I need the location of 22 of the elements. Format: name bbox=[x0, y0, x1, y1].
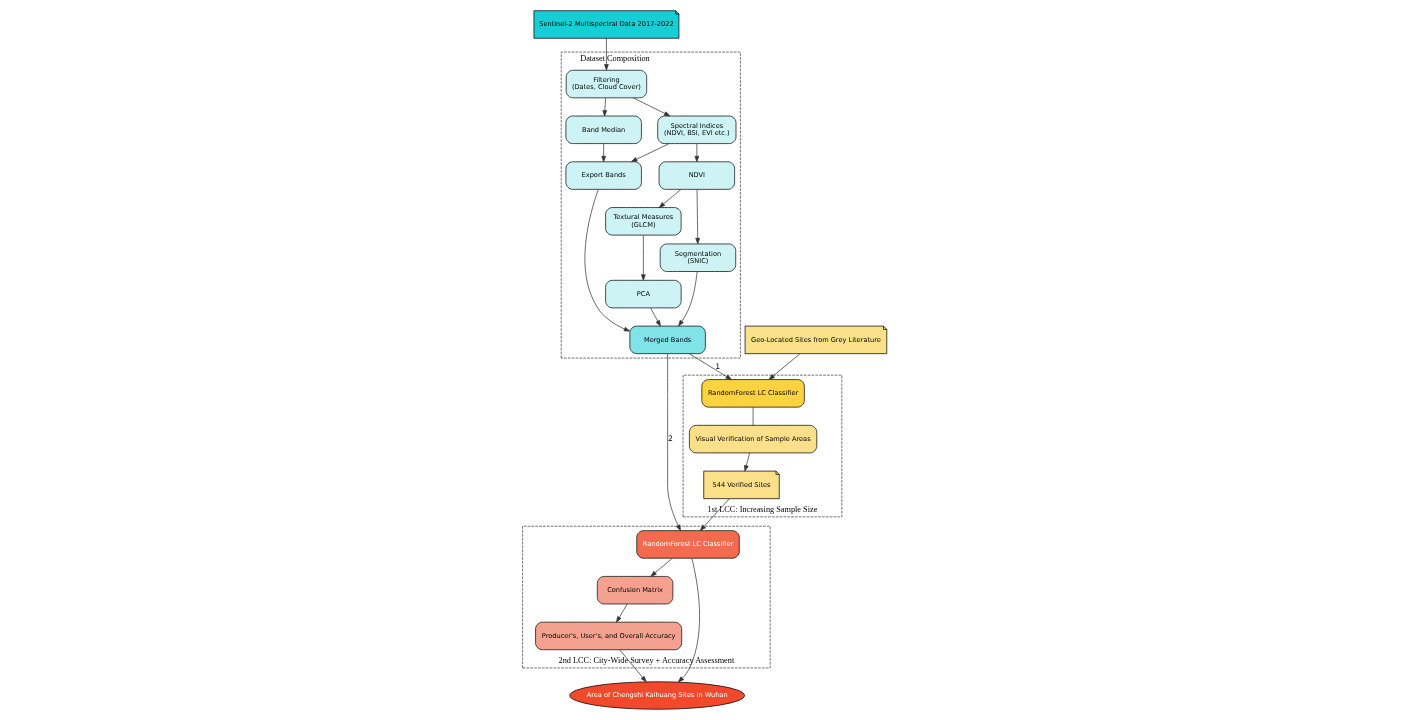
arrow bbox=[689, 353, 732, 380]
arrow bbox=[602, 97, 608, 117]
arrow bbox=[604, 37, 609, 71]
arrow bbox=[601, 143, 606, 163]
arrow bbox=[678, 271, 698, 327]
arrow bbox=[632, 97, 671, 117]
arrow bbox=[694, 143, 700, 163]
arrow bbox=[650, 307, 661, 327]
arrow bbox=[677, 558, 700, 683]
arrow bbox=[667, 353, 681, 531]
arrow bbox=[768, 353, 801, 380]
arrow bbox=[699, 498, 730, 531]
arrow bbox=[695, 189, 700, 245]
arrow bbox=[584, 189, 631, 332]
connector bbox=[752, 406, 754, 426]
arrow bbox=[641, 234, 646, 281]
arrow bbox=[650, 557, 673, 577]
arrow bbox=[616, 603, 628, 623]
arrow bbox=[744, 452, 750, 472]
arrow bbox=[619, 649, 647, 683]
arrow bbox=[631, 143, 670, 163]
arrow bbox=[658, 189, 682, 208]
